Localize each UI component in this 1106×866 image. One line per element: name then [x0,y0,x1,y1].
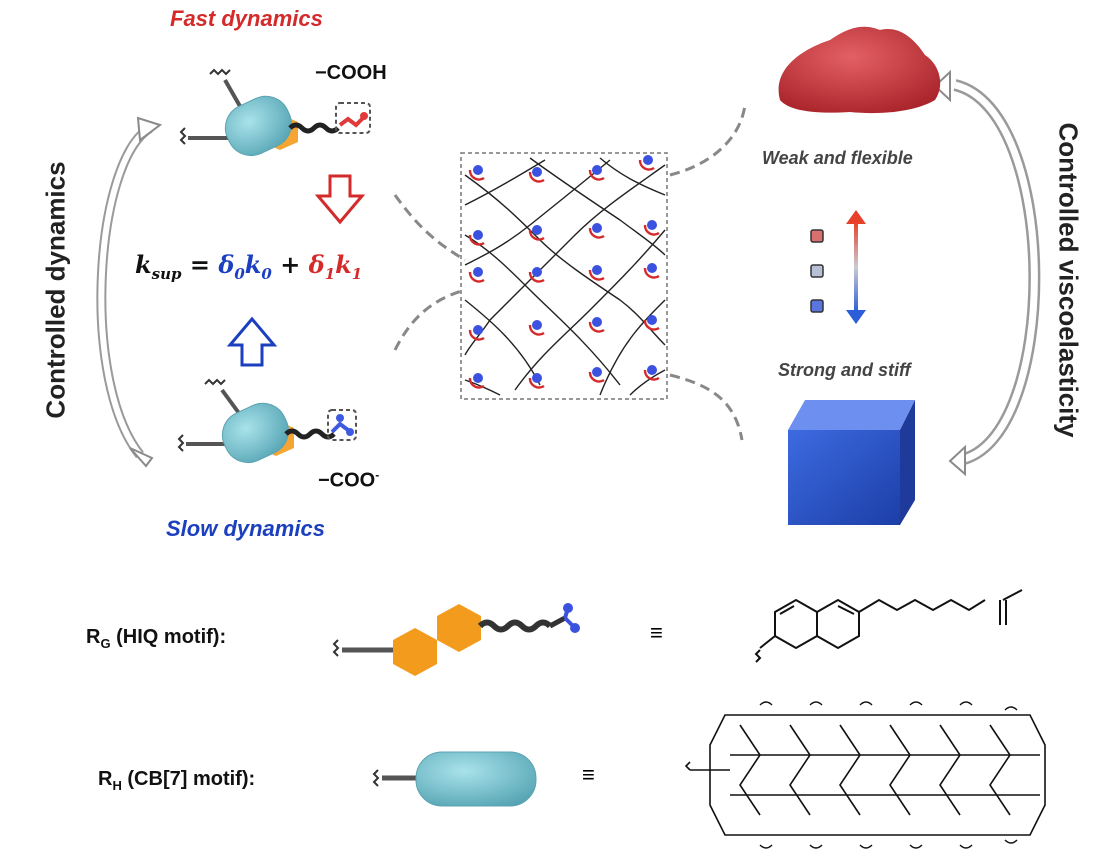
rg-legend-label: RG (HIQ motif): [86,626,227,651]
hiq-structure [754,589,1023,663]
rg-equivalence-sign: ≡ [650,620,663,645]
network-box [460,152,668,400]
complex-top [179,68,371,157]
rh-equivalence-sign: ≡ [582,762,595,787]
stiffness-scale [810,210,866,324]
hiq-motif-cartoon [332,603,580,676]
rh-legend-label: RH (CB[7] motif): [98,768,256,793]
weak-flexible-label: Weak and flexible [762,148,913,168]
coo-label: −COO- [318,468,380,492]
up-arrow-blue [226,316,278,367]
controlled-dynamics-label: Controlled dynamics [40,161,71,419]
left-cycle-arrow [96,116,163,468]
strong-stiff-label: Strong and stiff [778,360,911,380]
cb7-structure [684,701,1046,849]
rate-equation: ksup = δ0k0 + δ1k1 [135,250,363,283]
fast-dynamics-label: Fast dynamics [170,6,323,31]
slow-dynamics-label: Slow dynamics [166,516,325,541]
down-arrow-red [314,174,366,225]
right-cycle-arrow [933,69,1041,477]
stiff-cube-icon [788,400,915,525]
cooh-label: −COOH [315,62,387,84]
cb7-motif-cartoon [372,751,537,807]
zoom-connectors [393,104,747,441]
complex-bottom [177,378,357,464]
weak-gel-icon [778,26,941,114]
controlled-viscoelasticity-label: Controlled viscoelasticity [1053,122,1084,438]
